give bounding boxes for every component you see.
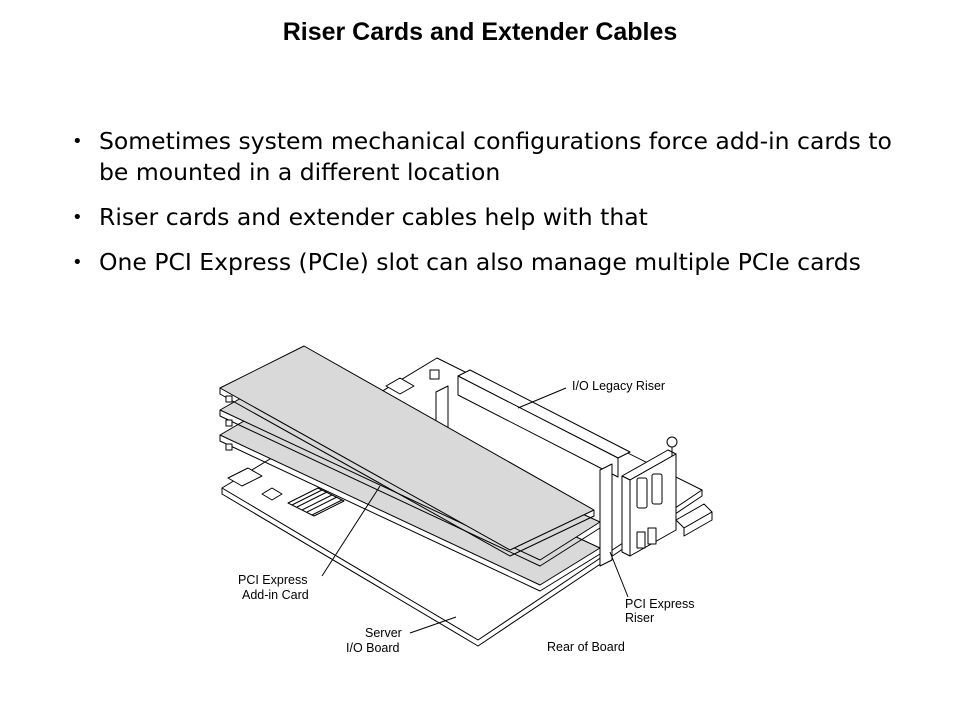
label-io-legacy-riser: I/O Legacy Riser [572, 379, 665, 393]
board-connector [227, 467, 263, 487]
leader-server-board [409, 616, 457, 634]
label-pci-express-addin-1: PCI Express [238, 573, 307, 587]
leader-pcie-riser [609, 551, 629, 598]
label-pci-express-addin-2: Add-in Card [242, 588, 309, 602]
bullet-item: Sometimes system mechanical configuratio… [72, 126, 912, 188]
label-rear-of-board: Rear of Board [547, 640, 625, 654]
label-server-1: Server [365, 626, 402, 640]
label-pci-express-riser-2: Riser [625, 611, 654, 625]
leader-addin-card [321, 485, 381, 577]
heatsink [287, 487, 345, 517]
leader-io-legacy-riser [517, 387, 567, 409]
label-pci-express-riser-1: PCI Express [625, 597, 694, 611]
board-chip [261, 487, 283, 501]
slide-title: Riser Cards and Extender Cables [282, 18, 678, 46]
board-chip [385, 377, 415, 395]
label-server-2: I/O Board [346, 641, 400, 655]
bullet-item: Riser cards and extender cables help wit… [72, 202, 912, 233]
bullet-item: One PCI Express (PCIe) slot can also man… [72, 247, 912, 278]
rear-io-bracket [621, 436, 713, 557]
bullet-list: Sometimes system mechanical configuratio… [72, 126, 912, 292]
board-chip [429, 369, 440, 380]
